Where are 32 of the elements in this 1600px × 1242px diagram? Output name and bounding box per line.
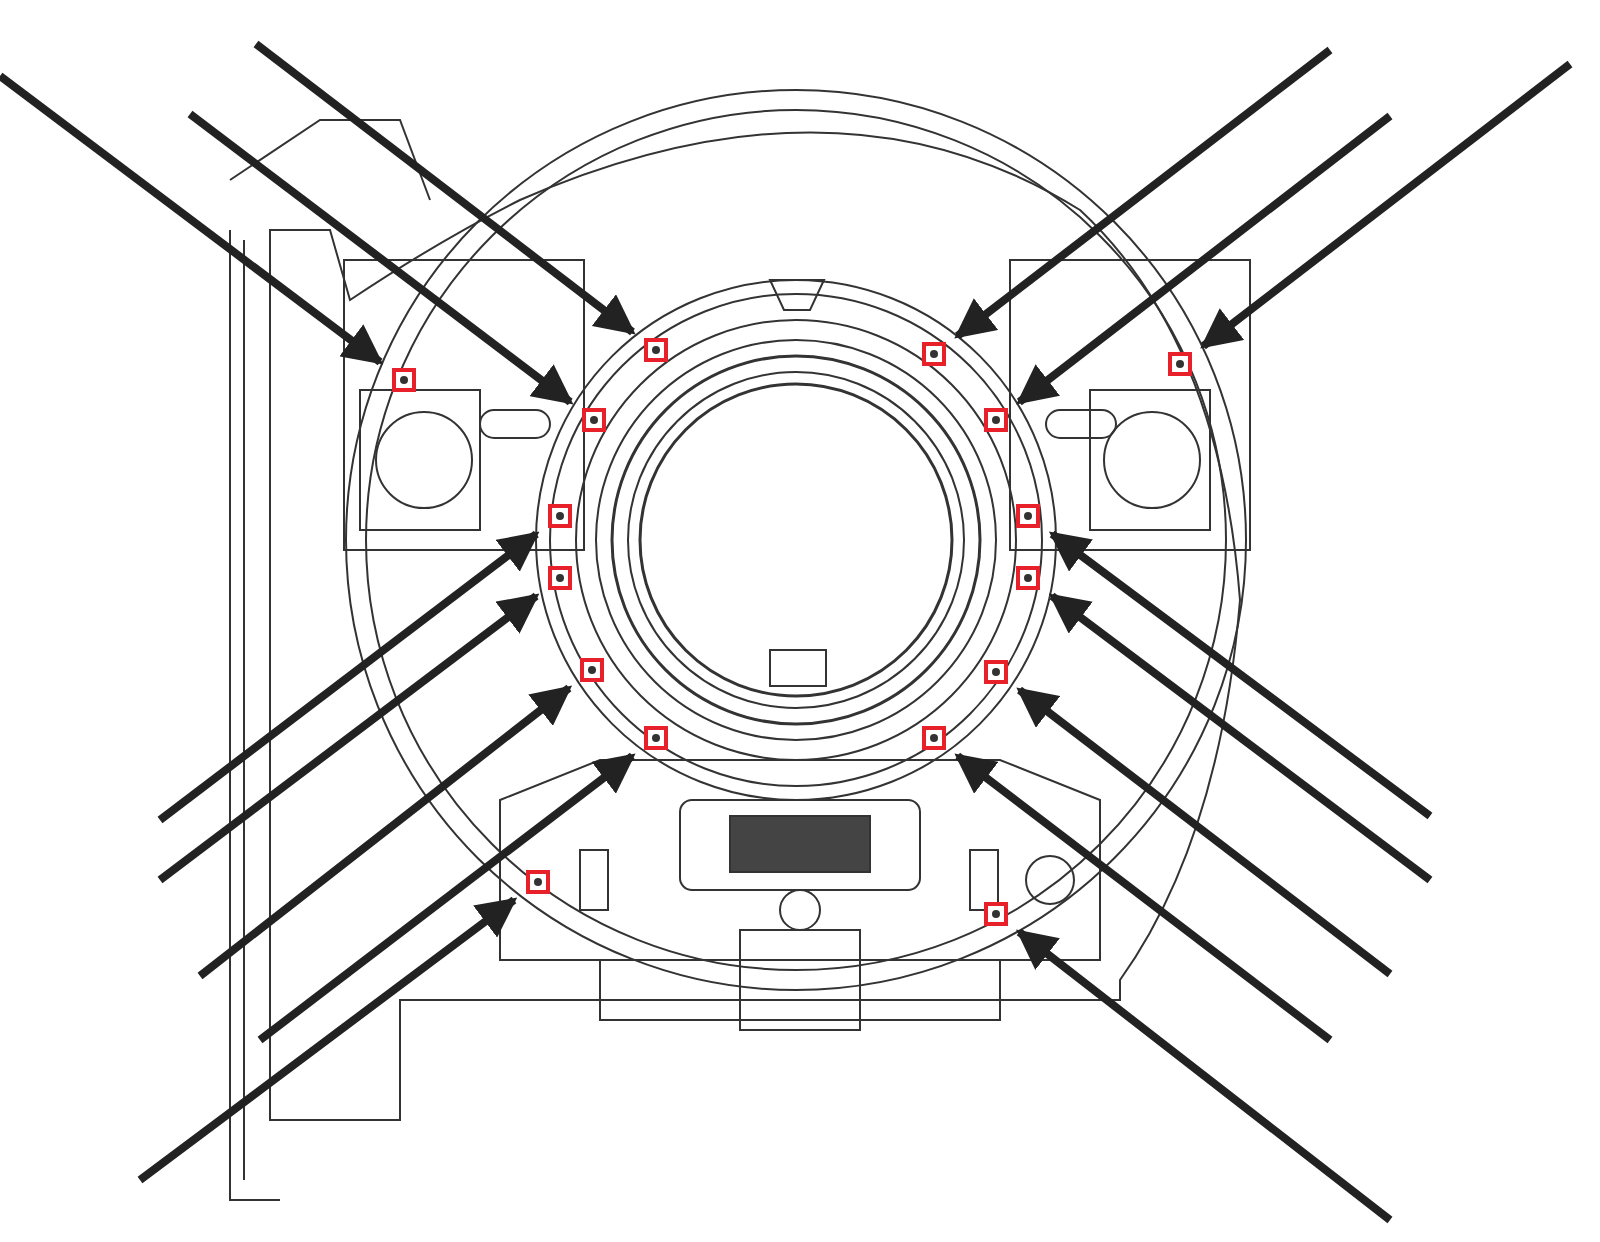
arrow — [253, 40, 636, 336]
marker-square — [582, 408, 606, 432]
arrow — [1016, 686, 1393, 978]
marker-square — [580, 658, 604, 682]
marker-square — [526, 870, 550, 894]
marker-square — [548, 566, 572, 590]
marker-square — [1016, 566, 1040, 590]
arrow — [1200, 60, 1573, 350]
arrow — [1016, 928, 1393, 1224]
arrow — [954, 46, 1333, 340]
arrow — [157, 530, 540, 824]
arrow — [1048, 530, 1433, 820]
marker-square — [1168, 352, 1192, 376]
marker-square — [644, 726, 668, 750]
marker-square — [984, 660, 1008, 684]
marker-square — [984, 902, 1008, 926]
marker-square — [644, 338, 668, 362]
marker-square — [922, 726, 946, 750]
marker-square — [392, 368, 416, 392]
arrow — [157, 592, 540, 884]
marker-square — [1016, 504, 1040, 528]
arrow — [0, 72, 384, 366]
arrow — [197, 684, 573, 980]
arrow — [137, 896, 518, 1184]
arrow — [257, 752, 636, 1044]
marker-square — [922, 342, 946, 366]
arrow — [187, 110, 574, 406]
arrow — [1048, 592, 1433, 884]
marker-square — [548, 504, 572, 528]
marker-square — [984, 408, 1008, 432]
arrow — [1016, 112, 1393, 406]
arrow — [954, 752, 1333, 1044]
